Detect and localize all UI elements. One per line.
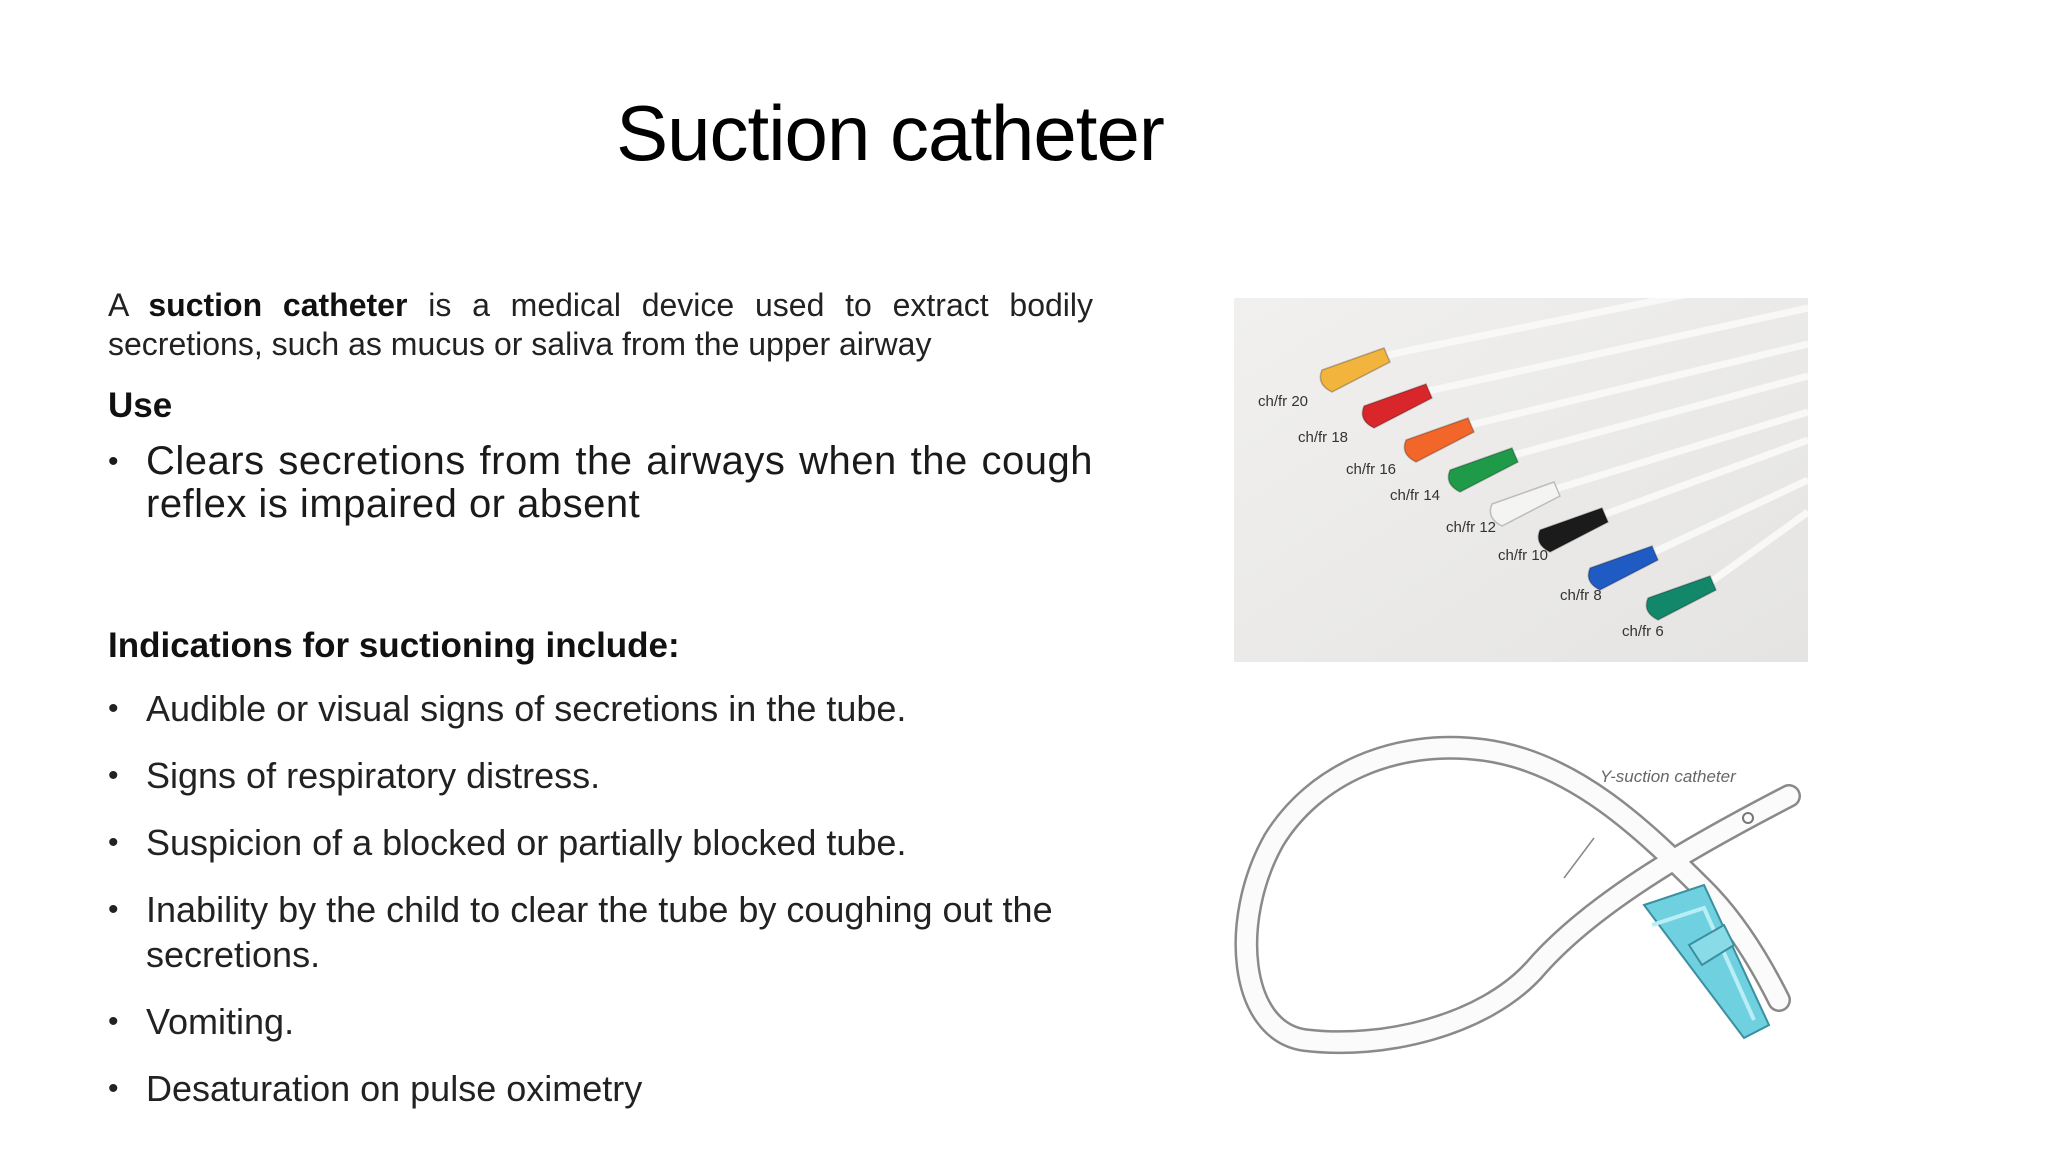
indication-item: • Desaturation on pulse oximetry <box>108 1066 1093 1111</box>
photo-background <box>1234 298 1808 662</box>
catheter-tube <box>1648 476 1808 558</box>
indication-item: • Signs of respiratory distress. <box>108 753 1093 798</box>
catheter-connector <box>1537 507 1609 553</box>
indication-text: Vomiting. <box>146 1001 295 1042</box>
indications-list: • Audible or visual signs of secretions i… <box>108 686 1093 1111</box>
text-column: A suction catheter is a medical device u… <box>108 286 1093 1133</box>
bullet: • <box>108 826 119 859</box>
indications-heading: Indications for suctioning include: <box>108 626 680 665</box>
bullet: • <box>108 893 119 926</box>
indication-item: • Audible or visual signs of secretions i… <box>108 686 1093 731</box>
bullet: • <box>108 759 119 792</box>
catheter-tube <box>1550 408 1808 494</box>
page-title: Suction catheter <box>616 89 1165 177</box>
tube-eyelet <box>1742 812 1754 824</box>
y-connector <box>1642 883 1771 1040</box>
bullet: • <box>108 1072 119 1105</box>
catheter-connector <box>1403 417 1475 463</box>
catheter-sizes-illustration: ch/fr 20 ch/fr 18 ch/fr 16 ch/fr 14 ch/fr 12… <box>1234 298 1808 662</box>
catheter-connector <box>1361 383 1433 429</box>
catheter-tube <box>1465 340 1808 430</box>
catheter-connector <box>1319 347 1391 393</box>
intro-term: suction catheter <box>148 287 408 323</box>
intro-paragraph: A suction catheter is a medical device u… <box>108 286 1093 364</box>
indication-item: • Vomiting. <box>108 999 1093 1044</box>
intro-rest: is a medical device used to extract bodi… <box>108 287 1094 362</box>
indication-text: Inability by the child to clear the tube… <box>146 889 1053 975</box>
connector-highlight <box>1651 905 1756 1021</box>
bullet: • <box>108 1005 119 1038</box>
indication-item: • Suspicion of a blocked or partially blo… <box>108 820 1093 865</box>
indication-text: Audible or visual signs of secretions in… <box>146 688 907 729</box>
use-list: • Clears secretions from the airways whe… <box>108 440 1093 526</box>
catheter-connector <box>1587 545 1659 591</box>
catheter-tube <box>1234 735 1801 1055</box>
connector-port <box>1687 923 1736 967</box>
use-item: • Clears secretions from the airways whe… <box>108 440 1093 526</box>
bullet: • <box>108 692 119 725</box>
catheter-size-label: ch/fr 12 <box>1446 519 1496 536</box>
catheter-tube <box>1705 509 1808 587</box>
caption-leader-line <box>1563 837 1595 879</box>
bullet: • <box>108 445 120 478</box>
catheter-size-label: ch/fr 10 <box>1498 547 1548 564</box>
catheter-size-label: ch/fr 14 <box>1390 487 1440 504</box>
catheter-size-label: ch/fr 18 <box>1298 429 1348 446</box>
indication-text: Suspicion of a blocked or partially bloc… <box>146 822 907 863</box>
catheter-tube <box>1381 298 1687 360</box>
catheter-size-label: ch/fr 8 <box>1560 587 1602 604</box>
catheter-tube <box>1509 372 1808 460</box>
diagram-caption: Y-suction catheter <box>1600 767 1737 786</box>
use-item-text: Clears secretions from the airways when … <box>146 439 1093 526</box>
indication-item: • Inability by the child to clear the tub… <box>108 887 1093 977</box>
catheter-sizes-photo: ch/fr 20 ch/fr 18 ch/fr 16 ch/fr 14 ch/fr 12… <box>1234 298 1808 662</box>
catheter-group: ch/fr 20 ch/fr 18 ch/fr 16 ch/fr 14 ch/fr 12… <box>1258 298 1808 640</box>
catheter-size-label: ch/fr 6 <box>1622 623 1664 640</box>
use-heading: Use <box>108 386 173 425</box>
catheter-size-label: ch/fr 20 <box>1258 393 1308 410</box>
indication-text: Desaturation on pulse oximetry <box>146 1068 643 1109</box>
tube-body <box>1236 738 1799 1052</box>
catheter-connector <box>1645 575 1717 621</box>
y-catheter-illustration: Y-suction catheter <box>1234 735 1801 1055</box>
intro-prefix: A <box>108 287 128 323</box>
catheter-size-label: ch/fr 16 <box>1346 461 1396 478</box>
y-catheter-photo: Y-suction catheter <box>1234 720 1808 1100</box>
indication-text: Signs of respiratory distress. <box>146 755 601 796</box>
catheter-tube <box>1423 304 1808 396</box>
catheter-connector <box>1447 447 1519 493</box>
catheter-tube <box>1598 436 1808 520</box>
catheter-connector <box>1489 481 1561 527</box>
